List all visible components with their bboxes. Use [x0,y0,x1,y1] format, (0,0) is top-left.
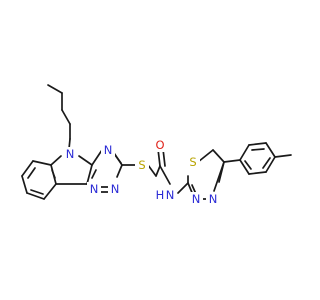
bond [21,160,34,177]
bond [274,154,292,158]
bond [248,142,267,146]
bond [26,192,45,200]
atom-labels: N N N N S O N H S N N [63,138,220,206]
bond [223,159,241,163]
bond [251,148,265,151]
bond [21,175,28,194]
bond [78,155,93,166]
atom-label-triazine-n-top: N [104,143,113,157]
bond [239,159,250,175]
atom-label-amide-n: N [166,188,175,202]
atom-label-triazine-n-left: N [90,182,99,196]
bond [248,171,267,175]
bond [51,169,56,179]
atom-label-thioether-s: S [138,158,145,172]
bond [61,109,71,125]
bond [30,189,44,195]
bond [177,182,189,194]
bond [155,165,161,177]
bond [43,183,57,200]
bond [218,161,225,183]
bond [91,169,97,179]
bond [159,165,171,185]
bond [262,157,271,169]
bond [239,144,250,161]
bond [50,155,62,166]
atom-label-amide-h: H [156,188,165,202]
atom-label-ring-s: S [189,155,196,169]
molecule-drawing: N N N N S O N H S N N [21,84,292,206]
atom-label-indole-n: N [66,147,75,161]
atom-label-ring-n-left: N [192,192,201,206]
bond [91,149,103,166]
atom-label-triazine-n-right: N [111,182,120,196]
bond [265,156,276,173]
bond [116,164,123,178]
bond [197,149,214,163]
bond [86,164,93,185]
bond [114,154,122,164]
bond [47,84,63,94]
bond [147,164,157,177]
bond [244,160,252,170]
bond [27,167,36,179]
bond [32,160,52,166]
bond [212,149,225,163]
atom-label-ring-n-right: N [209,192,218,206]
atom-label-carbonyl-o: O [155,138,164,152]
bond [265,142,276,158]
